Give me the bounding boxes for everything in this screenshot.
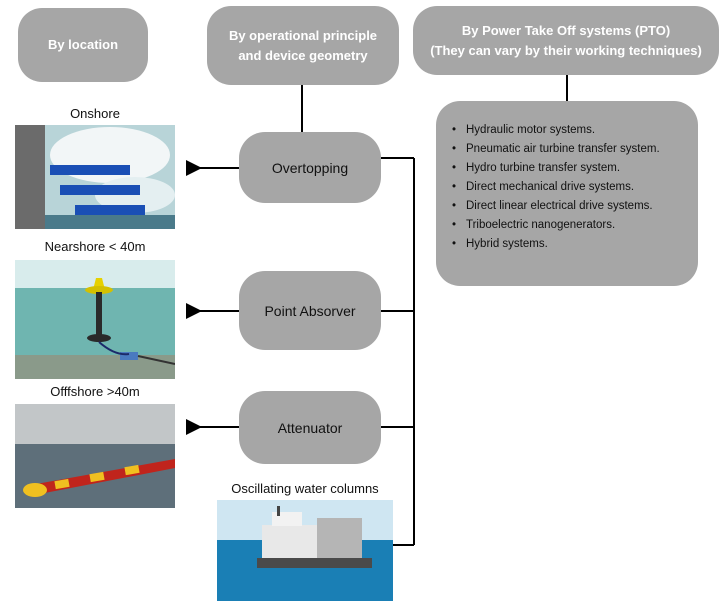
- caption-onshore: Onshore: [70, 106, 120, 121]
- node-overtopping: Overtopping: [239, 132, 381, 203]
- pto-list-item: •Direct mechanical drive systems.: [452, 178, 660, 197]
- header-by-pto: By Power Take Off systems (PTO) (They ca…: [413, 6, 719, 75]
- onshore-image: [15, 125, 175, 229]
- bullet-icon: •: [452, 238, 457, 250]
- pto-list-item: •Hydro turbine transfer system.: [452, 159, 660, 178]
- node-attenuator-label: Attenuator: [277, 419, 343, 436]
- header-by-principle: By operational principle and device geom…: [207, 6, 399, 85]
- pto-list-item: •Pneumatic air turbine transfer system.: [452, 140, 660, 159]
- header-by-location: By location: [18, 8, 148, 82]
- pto-list-item: •Direct linear electrical drive systems.: [452, 197, 660, 216]
- bullet-icon: •: [452, 143, 457, 155]
- owc-image: [217, 500, 393, 601]
- nearshore-image: [15, 260, 175, 379]
- header-by-principle-label: By operational principle and device geom…: [228, 27, 378, 63]
- node-attenuator: Attenuator: [239, 391, 381, 464]
- header-by-pto-title: By Power Take Off systems (PTO): [461, 22, 671, 38]
- node-point-absorver-label: Point Absorver: [264, 302, 356, 319]
- caption-nearshore: Nearshore < 40m: [44, 239, 146, 254]
- pto-list-item: •Triboelectric nanogenerators.: [452, 216, 660, 235]
- pto-systems-list-box: •Hydraulic motor systems. •Pneumatic air…: [436, 101, 698, 286]
- header-by-pto-subtitle: (They can vary by their working techniqu…: [430, 42, 702, 58]
- bullet-icon: •: [452, 162, 457, 174]
- pto-list-item: •Hybrid systems.: [452, 235, 660, 254]
- bullet-icon: •: [452, 200, 457, 212]
- pto-systems-list: •Hydraulic motor systems. •Pneumatic air…: [452, 121, 660, 254]
- bullet-icon: •: [452, 219, 457, 231]
- bullet-icon: •: [452, 181, 457, 193]
- offshore-image: [15, 404, 175, 508]
- bullet-icon: •: [452, 124, 457, 136]
- node-overtopping-label: Overtopping: [271, 159, 349, 176]
- header-by-location-label: By location: [47, 37, 119, 52]
- node-point-absorver: Point Absorver: [239, 271, 381, 350]
- caption-offshore: Offfshore >40m: [50, 384, 140, 399]
- caption-owc: Oscillating water columns: [231, 481, 379, 496]
- pto-list-item: •Hydraulic motor systems.: [452, 121, 660, 140]
